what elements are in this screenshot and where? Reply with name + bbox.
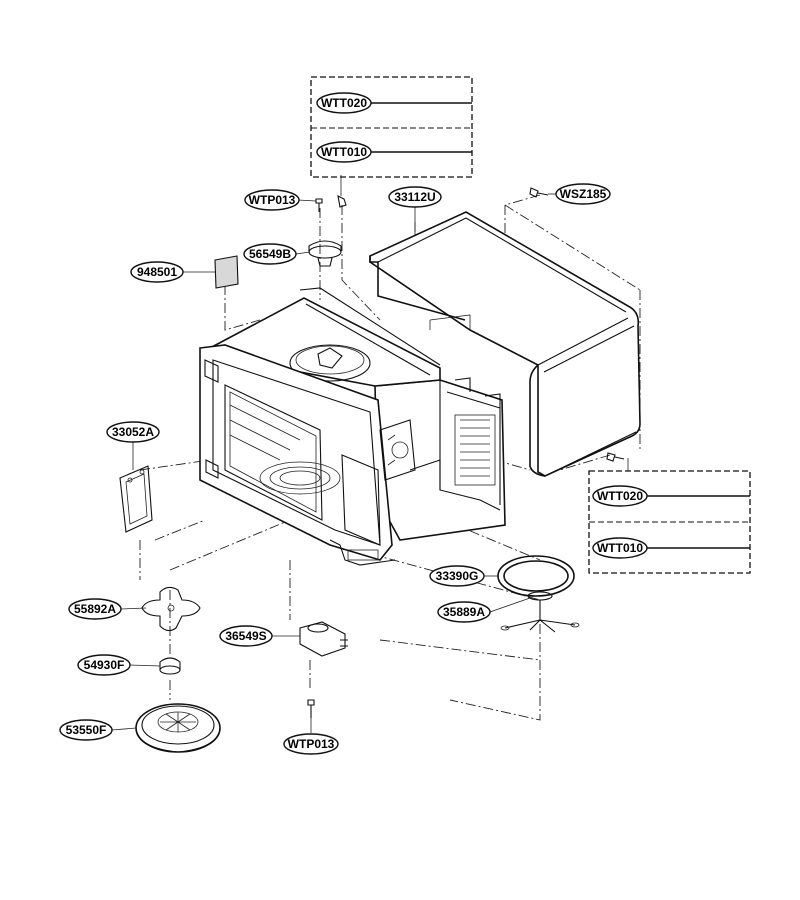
- label-text: WTT010: [321, 145, 367, 159]
- outer-cabinet: [369, 211, 641, 477]
- label-wsz185: WSZ185: [555, 183, 611, 205]
- label-text: 53550F: [66, 723, 107, 737]
- label-948501: 948501: [130, 261, 184, 283]
- label-33052a: 33052A: [106, 421, 160, 443]
- screw-wtt-right: [606, 452, 625, 462]
- label-text: WTT020: [597, 489, 643, 503]
- coupler-54930f: [159, 657, 181, 675]
- label-56549b: 56549B: [243, 243, 297, 265]
- label-33390g: 33390G: [429, 565, 485, 587]
- screw-wsz185: [529, 187, 549, 198]
- label-wtt010-right: WTT010: [592, 537, 648, 559]
- turntable-motor-36549s: [299, 621, 348, 657]
- label-33112u: 33112U: [388, 186, 442, 208]
- top-screw-box: [310, 76, 473, 178]
- roller-ring-55892a: [141, 586, 201, 632]
- turntable-plate-53550f: [135, 703, 221, 753]
- label-55892a: 55892A: [68, 598, 122, 620]
- label-53550f: 53550F: [59, 719, 113, 741]
- label-text: 35889A: [443, 605, 485, 619]
- label-wtt020-top: WTT020: [316, 92, 372, 114]
- label-text: 33052A: [112, 425, 154, 439]
- label-wtp013-bottom: WTP013: [283, 733, 339, 755]
- label-text: WSZ185: [560, 187, 607, 201]
- label-text: 33112U: [394, 190, 435, 204]
- label-text: 33390G: [436, 569, 479, 583]
- glass-tray-33390g: [497, 555, 575, 597]
- label-wtp013-top: WTP013: [244, 189, 300, 211]
- leader-lines: [111, 175, 629, 733]
- label-35889a: 35889A: [437, 601, 491, 623]
- screw-wtt010-top: [337, 195, 347, 208]
- label-54930f: 54930F: [77, 654, 131, 676]
- roller-stand-35889a: [500, 591, 580, 633]
- label-text: WTP013: [249, 193, 296, 207]
- oven-chassis: [199, 287, 506, 566]
- label-text: WTT020: [321, 96, 367, 110]
- label-text: WTT010: [597, 541, 643, 555]
- label-text: 54930F: [84, 658, 125, 672]
- label-wtt020-right: WTT020: [592, 485, 648, 507]
- label-text: WTP013: [288, 737, 335, 751]
- right-screw-box: [588, 470, 751, 574]
- label-wtt010-top: WTT010: [316, 141, 372, 163]
- label-text: 36549S: [225, 629, 266, 643]
- screw-wtp013-top: [315, 198, 323, 212]
- mica-cover-948501: [214, 255, 239, 289]
- label-36549s: 36549S: [219, 625, 273, 647]
- waveguide-cover-33052a: [119, 465, 153, 533]
- screw-wtp013-bottom: [307, 699, 315, 718]
- vent-grille: [454, 414, 496, 486]
- label-text: 948501: [137, 265, 177, 279]
- label-text: 55892A: [74, 602, 116, 616]
- stirrer-motor-56549b: [308, 240, 342, 267]
- motor-bracket: [379, 419, 416, 481]
- label-text: 56549B: [249, 247, 291, 261]
